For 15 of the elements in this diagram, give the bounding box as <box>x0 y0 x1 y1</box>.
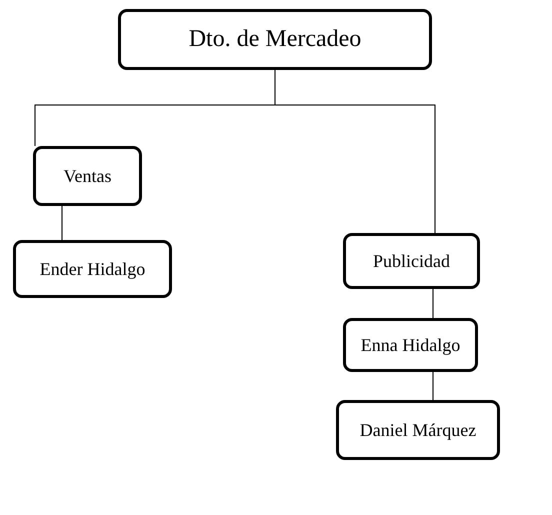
box-label: Enna Hidalgo <box>360 334 460 356</box>
box-label: Dto. de Mercadeo <box>188 26 362 53</box>
box-label: Ventas <box>64 166 112 186</box>
org-box <box>118 9 432 70</box>
org-box <box>343 233 480 289</box>
org-box <box>13 240 172 298</box>
connector-line <box>432 288 434 318</box>
connector-line <box>274 70 436 234</box>
connector-line <box>432 372 434 400</box>
org-box <box>343 318 478 372</box>
org-box <box>33 146 142 206</box>
box-label: Daniel Márquez <box>360 420 476 440</box>
org-box <box>336 400 500 460</box>
box-label: Ender Hidalgo <box>40 258 146 280</box>
box-label: Publicidad <box>373 250 450 272</box>
